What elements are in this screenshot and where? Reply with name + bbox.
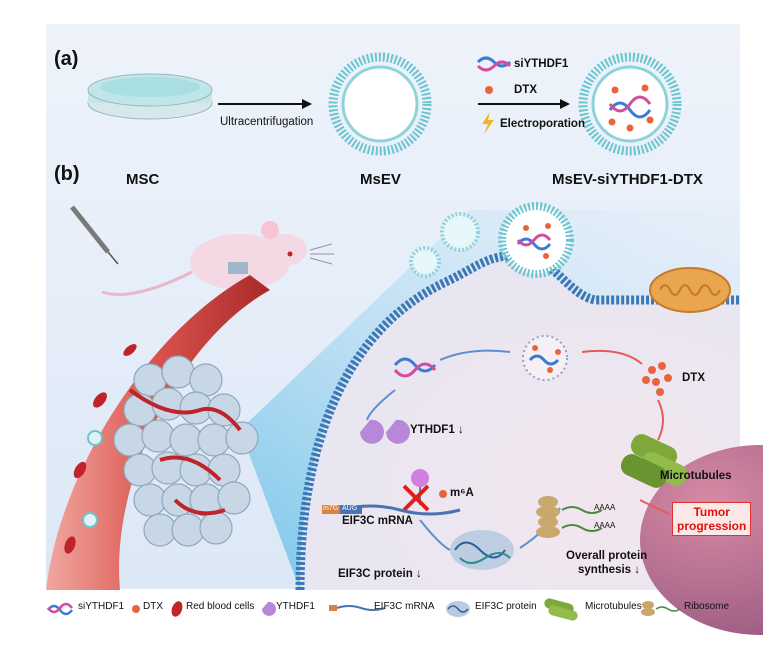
vesicle-fusing-icon xyxy=(498,202,574,278)
protein-synthesis-arrow: ↓ xyxy=(634,564,641,576)
arrow-to-sirna xyxy=(439,349,511,361)
siythdf1-icon xyxy=(476,56,512,72)
legend-rbc-icon xyxy=(171,601,183,617)
tumor-cells-icon xyxy=(113,355,259,547)
block-x-icon xyxy=(402,484,430,512)
aug-label: AUG xyxy=(342,505,358,512)
poly-a-tail-1: AAAA xyxy=(594,503,616,512)
dtx-reagent-label: DTX xyxy=(514,84,537,96)
eif3c-protein-label: EIF3C protein ↓ xyxy=(338,568,422,580)
protein-synthesis-line1: Overall protein xyxy=(566,550,648,562)
arrow-sirna-down xyxy=(366,389,396,421)
tumor-vessels xyxy=(128,388,242,516)
msc-label: MSC xyxy=(126,171,160,188)
eif3c-protein-icon xyxy=(450,530,514,570)
protein-synthesis-line2: synthesis xyxy=(578,564,632,576)
legend-red-blood-cells: Red blood cells xyxy=(186,601,255,612)
msev-vesicle-icon xyxy=(328,52,432,156)
syringe-icon xyxy=(70,205,119,265)
mitochondrion-icon xyxy=(649,267,731,313)
legend-ythdf1-icon xyxy=(262,601,276,616)
msev-label: MsEV xyxy=(360,171,401,188)
dtx-cluster-icon xyxy=(642,362,672,396)
microtubules-label: Microtubules xyxy=(660,470,732,482)
legend-dtx: DTX xyxy=(143,601,163,612)
blood-vessel xyxy=(46,275,270,590)
nucleus xyxy=(640,445,763,635)
vesicle-in-blood-icon xyxy=(87,430,103,446)
panel-b-label: (b) xyxy=(54,163,80,185)
lightning-icon xyxy=(482,112,494,134)
arrow-dtx-down xyxy=(657,399,664,441)
ythdf1-label: YTHDF1 ↓ xyxy=(410,424,464,436)
dtx-label: DTX xyxy=(682,372,705,384)
legend-ribosome-icon xyxy=(641,601,655,616)
legend-microtubules-icon xyxy=(544,598,578,621)
siythdf1-reagent-label: siYTHDF1 xyxy=(514,58,569,70)
ythdf1-icon xyxy=(360,419,410,444)
legend-dtx-icon xyxy=(132,605,140,613)
dtx-dot-icon xyxy=(485,86,493,94)
legend-siythdf1-icon xyxy=(47,604,73,616)
legend: siYTHDF1 DTX Red blood cells YTHDF1 EIF3… xyxy=(0,596,763,622)
legend-eif3c-mrna: EIF3C mRNA xyxy=(374,601,435,612)
red-blood-cell-icon xyxy=(64,344,137,554)
vesicle-in-blood-icon xyxy=(82,512,98,528)
legend-microtubules: Microtubules xyxy=(585,601,642,612)
petri-dish-icon xyxy=(87,73,213,120)
legend-ribosome: Ribosome xyxy=(684,601,730,612)
vesicle-small-icon xyxy=(409,246,441,278)
arrow-to-tumor xyxy=(639,499,671,515)
legend-siythdf1: siYTHDF1 xyxy=(78,601,125,612)
m6a-label: m⁶A xyxy=(450,487,474,499)
msev-loaded-label: MsEV-siYTHDF1-DTX xyxy=(552,171,703,188)
panel-a-label: (a) xyxy=(54,48,79,70)
ultracentrifugation-label: Ultracentrifugation xyxy=(220,116,314,128)
protein-synthesis-label: Overall protein synthesis ↓ xyxy=(566,549,647,577)
legend-mrna-icon xyxy=(329,605,386,611)
legend-ythdf1: YTHDF1 xyxy=(276,601,315,612)
tumor-progression-line1: Tumor xyxy=(693,505,730,519)
cap-label: m7G xyxy=(323,505,339,512)
ribosome-icon xyxy=(536,496,560,538)
arrow-mrna-to-protein xyxy=(419,519,451,551)
m6a-dot-icon xyxy=(439,490,447,498)
poly-a-tail-2: AAAA xyxy=(594,521,616,530)
tumor-progression-line2: progression xyxy=(677,519,747,533)
legend-eif3c-protein: EIF3C protein xyxy=(475,601,537,612)
electroporation-label: Electroporation xyxy=(500,118,585,130)
legend-protein-icon xyxy=(446,601,470,617)
mouse-icon xyxy=(101,221,334,296)
eif3c-mrna-label: EIF3C mRNA xyxy=(342,515,413,527)
vesicle-small-icon xyxy=(440,212,480,252)
arrow-to-dtx xyxy=(581,349,643,365)
aug-box xyxy=(340,505,362,514)
microtubules-icon xyxy=(620,434,688,488)
siythdf1-released-icon xyxy=(393,357,437,378)
cap-box xyxy=(322,505,340,514)
legend-icons xyxy=(47,598,681,621)
loaded-vesicle-icon xyxy=(578,52,682,156)
released-vesicle-icon xyxy=(522,335,568,381)
tumor-progression-box: Tumor progression xyxy=(672,502,752,536)
